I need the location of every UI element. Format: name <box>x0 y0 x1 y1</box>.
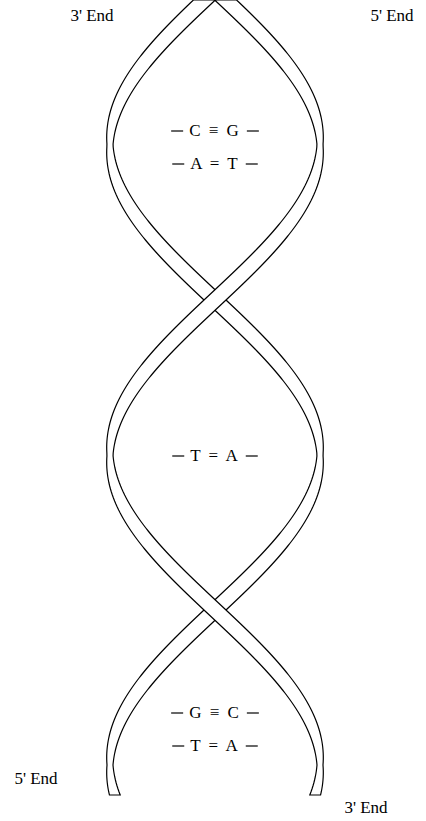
dna-strand <box>107 0 324 795</box>
bond-dash <box>171 712 183 713</box>
strand-end-label: 5' End <box>14 769 57 789</box>
base-pair: A = T <box>190 154 240 174</box>
base-pair: G ≡ C <box>189 703 241 723</box>
bond-dash <box>247 712 259 713</box>
base-pair: T = A <box>190 736 240 756</box>
bond-dash <box>171 130 183 131</box>
dna-strand <box>107 0 324 795</box>
base-pair: T = A <box>190 446 240 466</box>
base-pair: C ≡ G <box>189 121 241 141</box>
strand-end-label: 3' End <box>70 6 113 26</box>
bond-dash <box>172 745 184 746</box>
bond-dash <box>246 745 258 746</box>
bond-dash <box>172 455 184 456</box>
hydrogen-bonds <box>171 131 259 746</box>
bond-dash <box>246 455 258 456</box>
strand-end-label: 3' End <box>344 798 387 818</box>
dna-strand <box>107 0 324 795</box>
bond-dash <box>246 163 258 164</box>
bond-dash <box>247 130 259 131</box>
strand-end-label: 5' End <box>370 6 413 26</box>
dna-strand <box>107 0 324 795</box>
bond-dash <box>172 163 184 164</box>
